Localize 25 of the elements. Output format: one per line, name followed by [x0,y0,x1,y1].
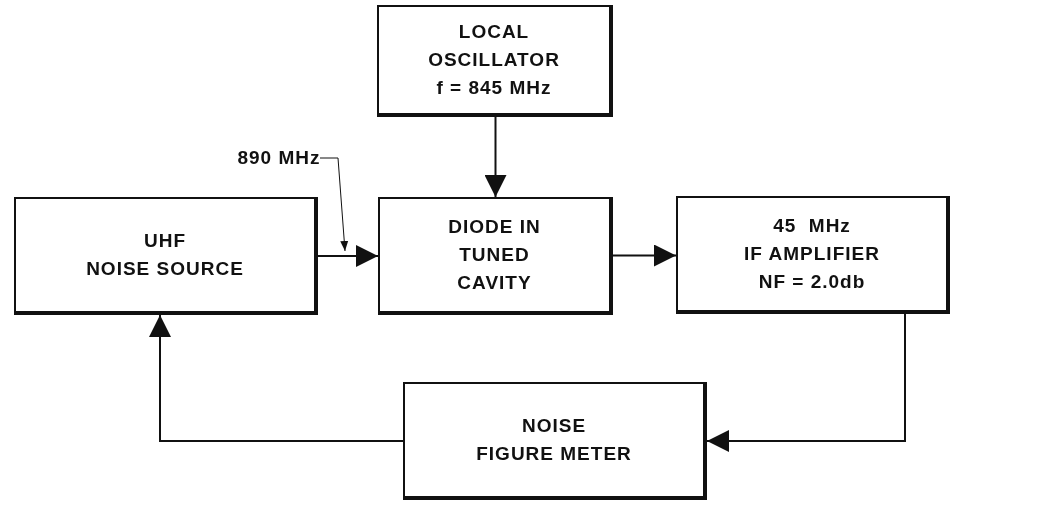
block-label: DIODE IN [448,215,541,239]
leader-line [319,157,349,252]
block-box [377,5,613,117]
arrow [706,313,906,452]
block-box [676,196,950,314]
block-label: IF AMPLIFIER [744,242,880,266]
block-label: FIGURE METER [476,442,632,466]
block-label: NF = 2.0db [758,270,866,294]
arrow [317,245,379,267]
arrow [149,314,404,442]
arrow [612,244,677,267]
block-label: f = 845 MHz [436,76,552,100]
block-label: NOISE SOURCE [86,257,244,281]
block-label: CAVITY [457,271,532,295]
block-label: UHF [143,229,187,253]
block-label: LOCAL [458,20,530,44]
block-label: OSCILLATOR [428,48,560,72]
block-box [378,197,613,315]
block-label: NOISE [521,414,587,438]
arrow [484,116,507,198]
frequency-label: 890 MHz [237,146,321,170]
block-label: TUNED [459,243,530,267]
block-box [14,197,318,315]
block-box [403,382,707,500]
block-label: 45 MHz [773,214,851,238]
